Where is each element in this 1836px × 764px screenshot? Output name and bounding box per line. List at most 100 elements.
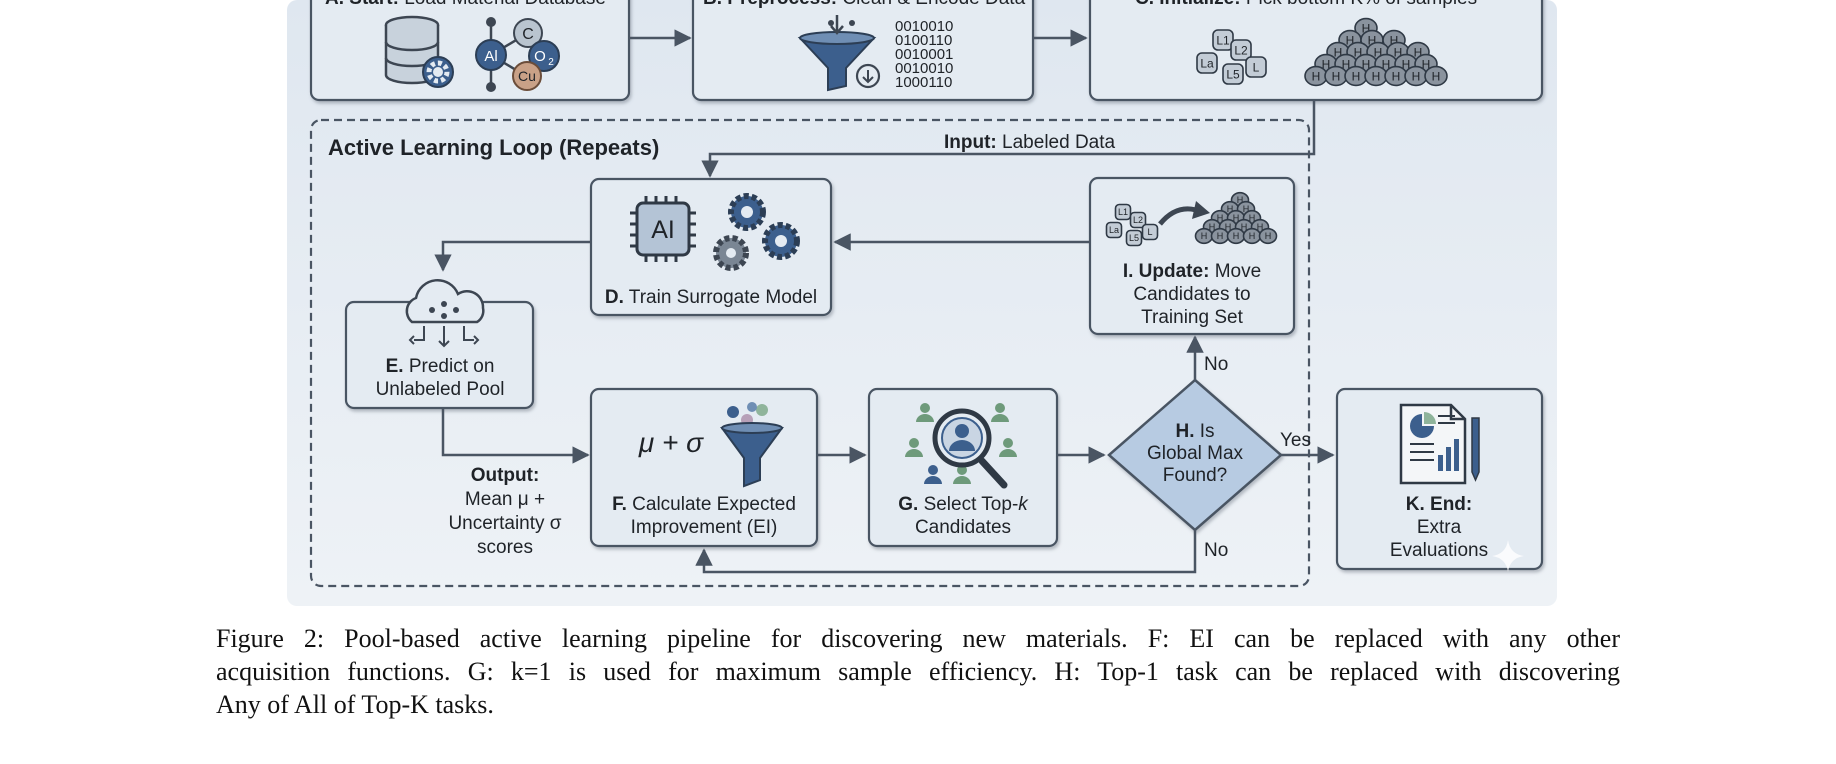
- sample-pebble-label: H: [1394, 45, 1403, 59]
- labeled-sample-block: [1129, 211, 1147, 229]
- sample-pebble-label: H: [1249, 231, 1256, 241]
- atom-c-label: C: [522, 26, 534, 43]
- node-a-bold: A. Start:: [325, 0, 399, 9]
- atom-cu-label: Cu: [518, 68, 536, 84]
- curved-arrow-icon: [1158, 201, 1210, 226]
- atom-o-label: O: [534, 48, 546, 65]
- atom-al-label: Al: [484, 48, 497, 65]
- sample-pebble-label: H: [1354, 45, 1363, 59]
- labeled-sample-label: L2: [1133, 215, 1143, 225]
- binary-line-5: 1000110: [895, 74, 952, 91]
- labeled-sample-label: L1: [1118, 207, 1128, 217]
- labeled-sample-block: [1114, 203, 1132, 221]
- sample-pebble-label: H: [1249, 213, 1256, 223]
- edge-no-up-label: No: [1204, 354, 1228, 375]
- node-e-bold: E.: [386, 356, 404, 377]
- node-i-bold: I. Update:: [1123, 261, 1210, 282]
- svg-text:I. Update: Move: I. Update: Move: [1123, 261, 1261, 282]
- output-label-bold: Output:: [471, 465, 540, 486]
- svg-text:H. Is: H. Is: [1175, 421, 1214, 442]
- ai-chip-icon: AI: [630, 196, 696, 262]
- labeled-sample-label: L: [1147, 227, 1152, 237]
- edge-no-down-label: No: [1204, 540, 1228, 561]
- node-i-line3: Training Set: [1141, 307, 1243, 328]
- edge-d-e: [434, 240, 591, 272]
- node-g-k: k: [1018, 494, 1029, 515]
- node-g-line1: Select Top-: [924, 494, 1019, 515]
- sample-pebble-label: H: [1241, 222, 1248, 232]
- labeled-sample-block: [1141, 223, 1159, 241]
- sample-pebble-label: H: [1233, 231, 1240, 241]
- sample-pebble-label: H: [1362, 57, 1371, 71]
- binary-line-4: 0010010: [895, 60, 953, 77]
- node-k-bold: K. End:: [1406, 494, 1473, 515]
- input-label-bold: Input:: [944, 132, 997, 153]
- sample-pebble-label: H: [1209, 222, 1216, 232]
- node-b-preprocess: B. Preprocess: Clean & Encode Data 00100…: [691, 0, 1035, 102]
- sample-pebble-label: H: [1392, 69, 1401, 83]
- labeled-sample-block: [1245, 56, 1267, 78]
- svg-text:F. Calculate Expected: F. Calculate Expected: [612, 494, 796, 515]
- formula-mu-sigma: μ + σ: [638, 427, 704, 458]
- edge-h-f-no: [695, 530, 1197, 574]
- sample-pebble-label: H: [1233, 213, 1240, 223]
- node-k-end: K. End: Extra Evaluations: [1335, 387, 1544, 572]
- sample-pebble-label: H: [1201, 231, 1208, 241]
- molecule-icon: Al C O 2 Cu: [475, 17, 560, 92]
- sample-pebble-label: H: [1265, 231, 1272, 241]
- svg-text:C. Initialize: Pick bottom K%: C. Initialize: Pick bottom K% of samples: [1135, 0, 1477, 9]
- output-line-1: Mean μ +: [465, 489, 545, 510]
- atom-o-subscript: 2: [548, 57, 554, 68]
- node-g-line2: Candidates: [915, 517, 1011, 538]
- sample-pebble-label: H: [1402, 57, 1411, 71]
- labeled-sample-block: [1105, 221, 1123, 239]
- sample-pebble-label: H: [1346, 33, 1355, 47]
- sample-pebble-label: H: [1352, 69, 1361, 83]
- node-h-line3: Found?: [1163, 465, 1227, 486]
- svg-text:G. Select Top-k: G. Select Top-k: [898, 494, 1029, 515]
- sample-pebble-label: H: [1412, 69, 1421, 83]
- sparkle-icon: [1492, 540, 1524, 572]
- labeled-sample-label: L2: [1234, 43, 1248, 57]
- sample-pebble-label: H: [1322, 57, 1331, 71]
- ai-chip-label: AI: [651, 216, 675, 244]
- labeled-sample-label: L5: [1226, 67, 1240, 81]
- sample-pebble: [1258, 227, 1278, 245]
- node-h-line1: Is: [1200, 421, 1215, 442]
- sample-pebble-label: H: [1342, 57, 1351, 71]
- binary-line-1: 0010010: [895, 18, 953, 35]
- labeled-sample-label: L: [1253, 60, 1260, 74]
- svg-text:D. Train Surrogate Model: D. Train Surrogate Model: [605, 287, 817, 308]
- labeled-sample-label: L5: [1129, 233, 1139, 243]
- binary-line-2: 0100110: [895, 32, 952, 49]
- people-search-icon: [905, 403, 1017, 489]
- node-b-text: Clean & Encode Data: [842, 0, 1025, 9]
- labeled-sample-block: [1196, 52, 1218, 74]
- report-document-icon: [1399, 403, 1480, 485]
- node-h-global-max-decision: H. Is Global Max Found?: [1107, 378, 1283, 532]
- node-c-initialize: C. Initialize: Pick bottom K% of samples…: [1088, 0, 1544, 102]
- node-f-line2: Improvement (EI): [631, 517, 778, 538]
- labeled-sample-block: [1125, 229, 1143, 247]
- edge-yes-label: Yes: [1280, 430, 1311, 451]
- node-e-line1: Predict on: [409, 356, 495, 377]
- sample-pebble-label: H: [1432, 69, 1441, 83]
- svg-text:Input: Labeled Data: Input: Labeled Data: [944, 132, 1116, 153]
- output-line-3: scores: [477, 537, 533, 558]
- labeled-sample-block: [1230, 39, 1252, 61]
- edge-e-f-output: [441, 408, 590, 464]
- node-h-bold: H.: [1175, 421, 1194, 442]
- sample-pebble-label: H: [1334, 45, 1343, 59]
- gear-icon: [422, 56, 454, 88]
- sample-pebble-label: H: [1237, 195, 1244, 205]
- node-d-text: Train Surrogate Model: [629, 287, 817, 308]
- sample-pebble-label: H: [1422, 57, 1431, 71]
- sample-pebble-label: H: [1243, 204, 1250, 214]
- labeled-sample-label: La: [1109, 225, 1119, 235]
- svg-text:B. Preprocess: Clean & Encode: B. Preprocess: Clean & Encode Data: [703, 0, 1026, 9]
- node-h-line2: Global Max: [1147, 443, 1244, 464]
- gears-icon: [713, 193, 800, 271]
